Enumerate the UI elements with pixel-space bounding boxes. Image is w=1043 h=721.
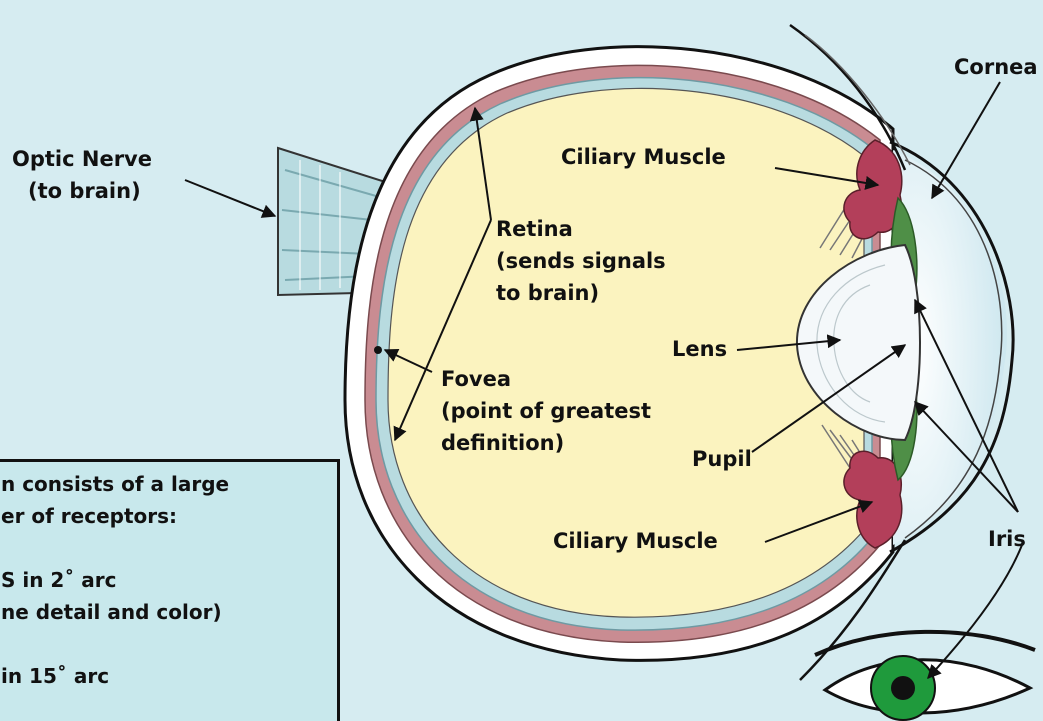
label-retina-note-2: to brain) [496,281,599,305]
info-box: n consists of a large er of receptors: S… [0,459,340,721]
fovea-dot [374,346,382,354]
info-line-3: S in 2˚ arc [1,568,117,592]
label-retina: Retina [496,217,573,241]
label-iris: Iris [988,527,1026,551]
label-ciliary-muscle-top: Ciliary Muscle [561,145,726,169]
label-optic-nerve-note: (to brain) [28,179,141,203]
label-pupil: Pupil [692,447,752,471]
label-ciliary-muscle-bottom: Ciliary Muscle [553,529,718,553]
label-retina-note-1: (sends signals [496,249,666,273]
leader-optic-nerve [185,180,275,216]
info-line-2: er of receptors: [1,504,177,528]
label-fovea: Fovea [441,367,511,391]
leader-iris-3 [928,545,1022,678]
label-optic-nerve: Optic Nerve [12,147,152,171]
label-fovea-note-2: definition) [441,431,564,455]
small-eye-icon [815,632,1035,720]
info-line-4: ne detail and color) [1,600,222,624]
info-line-5: in 15˚ arc [1,664,109,688]
leader-cornea [932,82,1000,198]
label-lens: Lens [672,337,727,361]
info-line-1: n consists of a large [1,472,229,496]
label-cornea: Cornea [954,55,1038,79]
label-fovea-note-1: (point of greatest [441,399,651,423]
